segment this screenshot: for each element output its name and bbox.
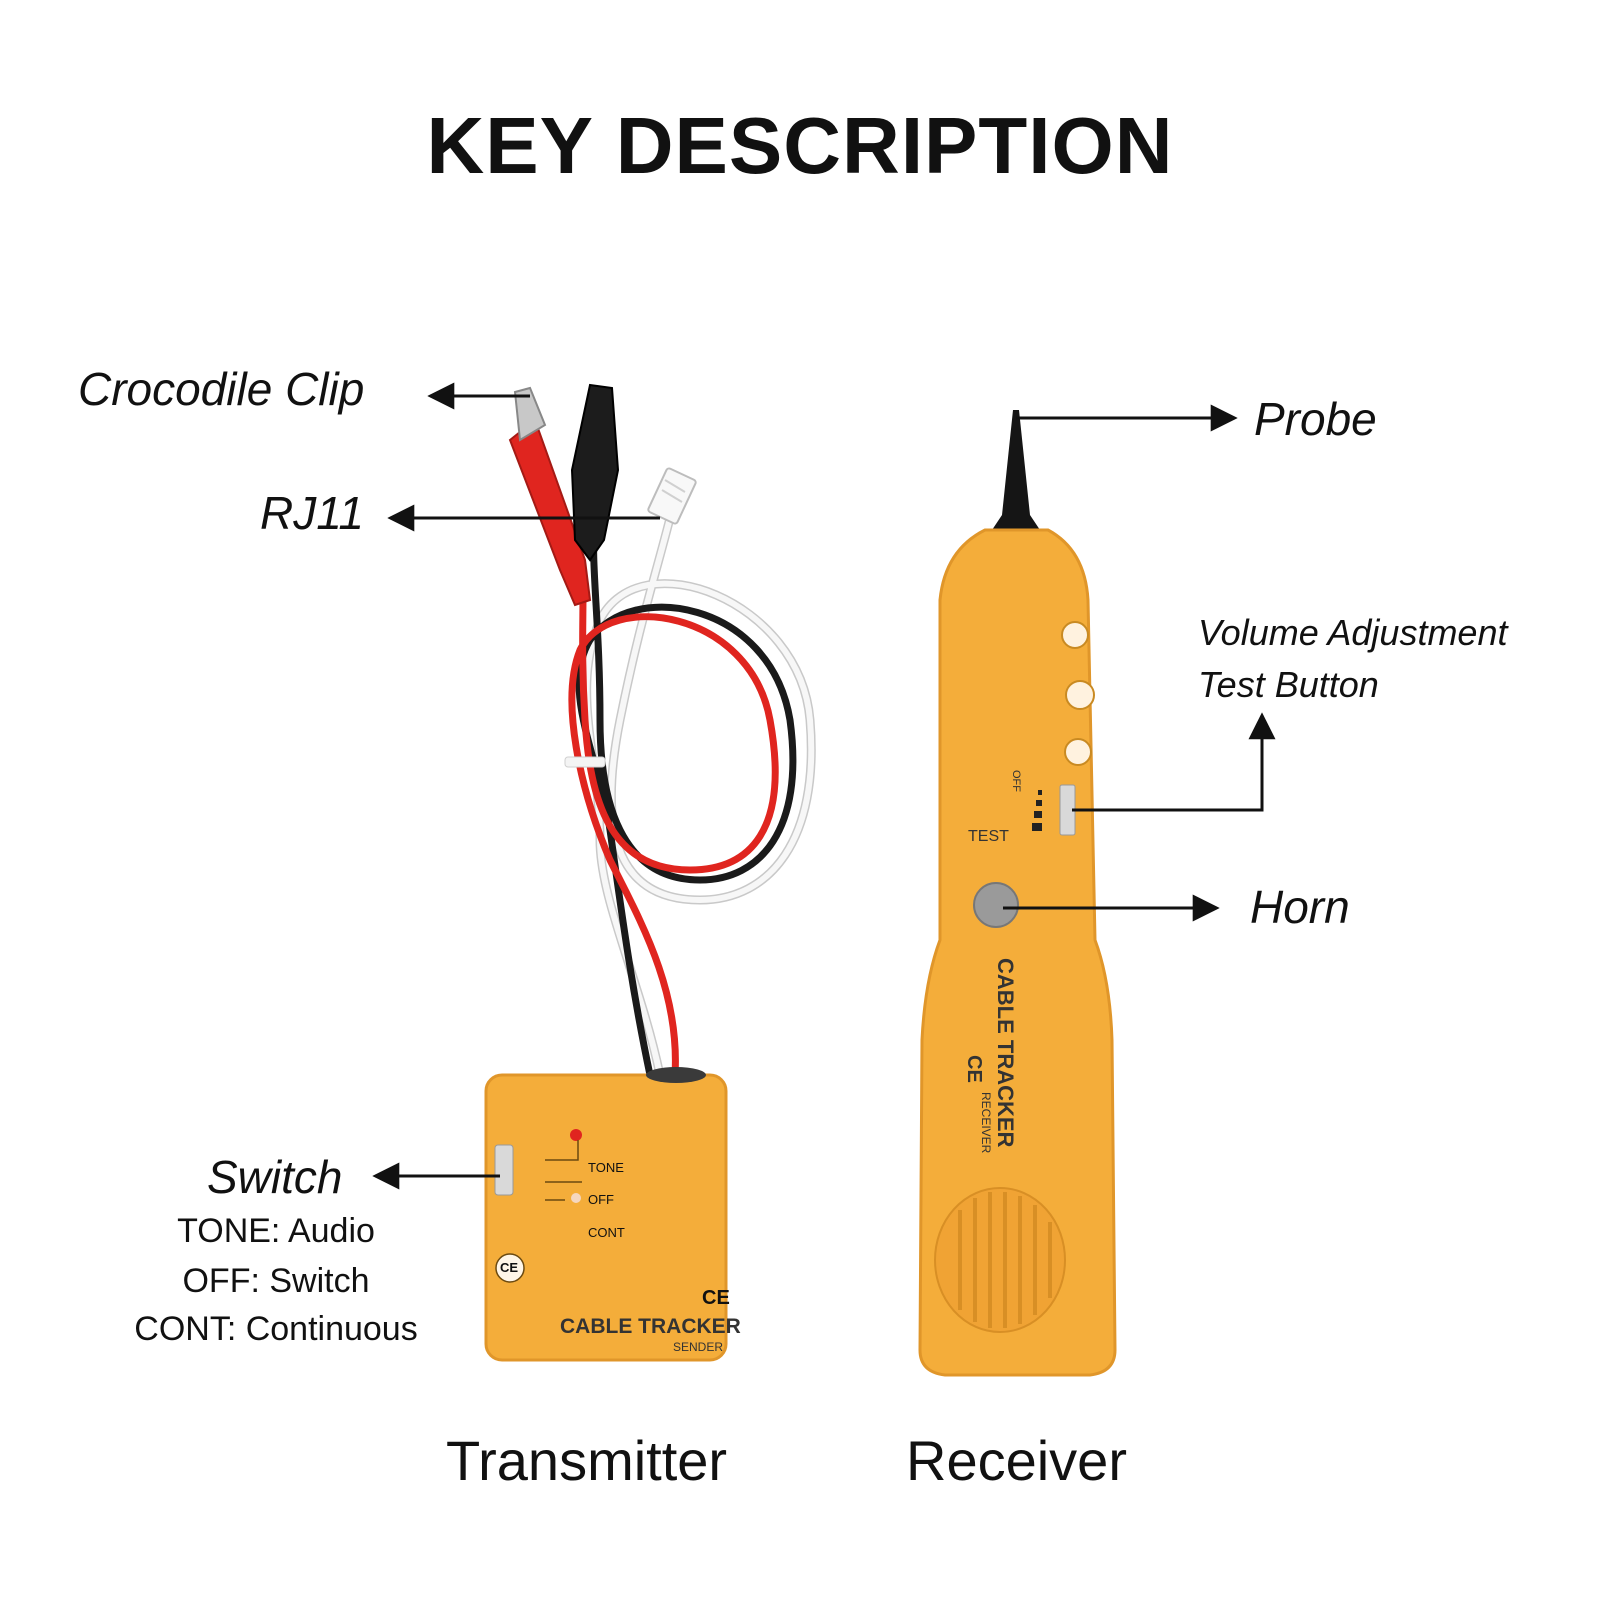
switch-tone-description: TONE: Audio — [177, 1212, 375, 1250]
transmitter-device — [484, 1067, 728, 1362]
receiver-caption: Receiver — [906, 1429, 1127, 1492]
sender-sub: SENDER — [673, 1340, 724, 1354]
rj11-label: RJ11 — [260, 487, 364, 539]
red-crocodile-clip — [508, 386, 592, 607]
sender-ce-mark: CE — [500, 1260, 519, 1275]
sender-off-label: OFF — [588, 1192, 614, 1207]
callout-lines — [372, 382, 1276, 1190]
transmitter-caption: Transmitter — [446, 1429, 728, 1492]
cable-tie — [564, 756, 606, 768]
wire-bundle — [564, 505, 816, 1080]
cont-led — [571, 1193, 581, 1203]
tone-led — [570, 1129, 582, 1141]
receiver-device — [918, 410, 1117, 1377]
speaker-grille — [934, 1187, 1066, 1333]
sender-cont-label: CONT — [588, 1225, 625, 1240]
switch-off-description: OFF: Switch — [182, 1262, 370, 1300]
receiver-sub: RECEIVER — [979, 1092, 993, 1154]
black-crocodile-clip — [570, 383, 620, 562]
switch-label: Switch — [207, 1151, 343, 1203]
test-button — [973, 882, 1019, 928]
test-button-label: Test Button — [1198, 664, 1379, 705]
volume-arrow — [1072, 712, 1276, 812]
horn-label: Horn — [1250, 881, 1350, 933]
crocodile-clip-label: Crocodile Clip — [78, 363, 365, 415]
sender-ce-mark-right: CE — [702, 1287, 730, 1309]
receiver-test-label: TEST — [968, 828, 1009, 845]
receiver-ce-mark: CE — [963, 1055, 985, 1083]
rj11-plug — [647, 467, 697, 525]
volume-adjustment-label: Volume Adjustment — [1198, 612, 1508, 653]
probe-tip — [992, 410, 1040, 530]
receiver-brand: CABLE TRACKER — [993, 958, 1018, 1148]
sender-brand: CABLE TRACKER — [560, 1315, 741, 1338]
transmitter-slide-switch — [494, 1144, 514, 1196]
receiver-off-label: OFF — [1010, 770, 1022, 792]
probe-label: Probe — [1254, 393, 1377, 445]
red-wire — [568, 556, 779, 1079]
sender-tone-label: TONE — [588, 1160, 624, 1175]
switch-cont-description: CONT: Continuous — [134, 1310, 418, 1348]
page-title: KEY DESCRIPTION — [426, 101, 1174, 190]
